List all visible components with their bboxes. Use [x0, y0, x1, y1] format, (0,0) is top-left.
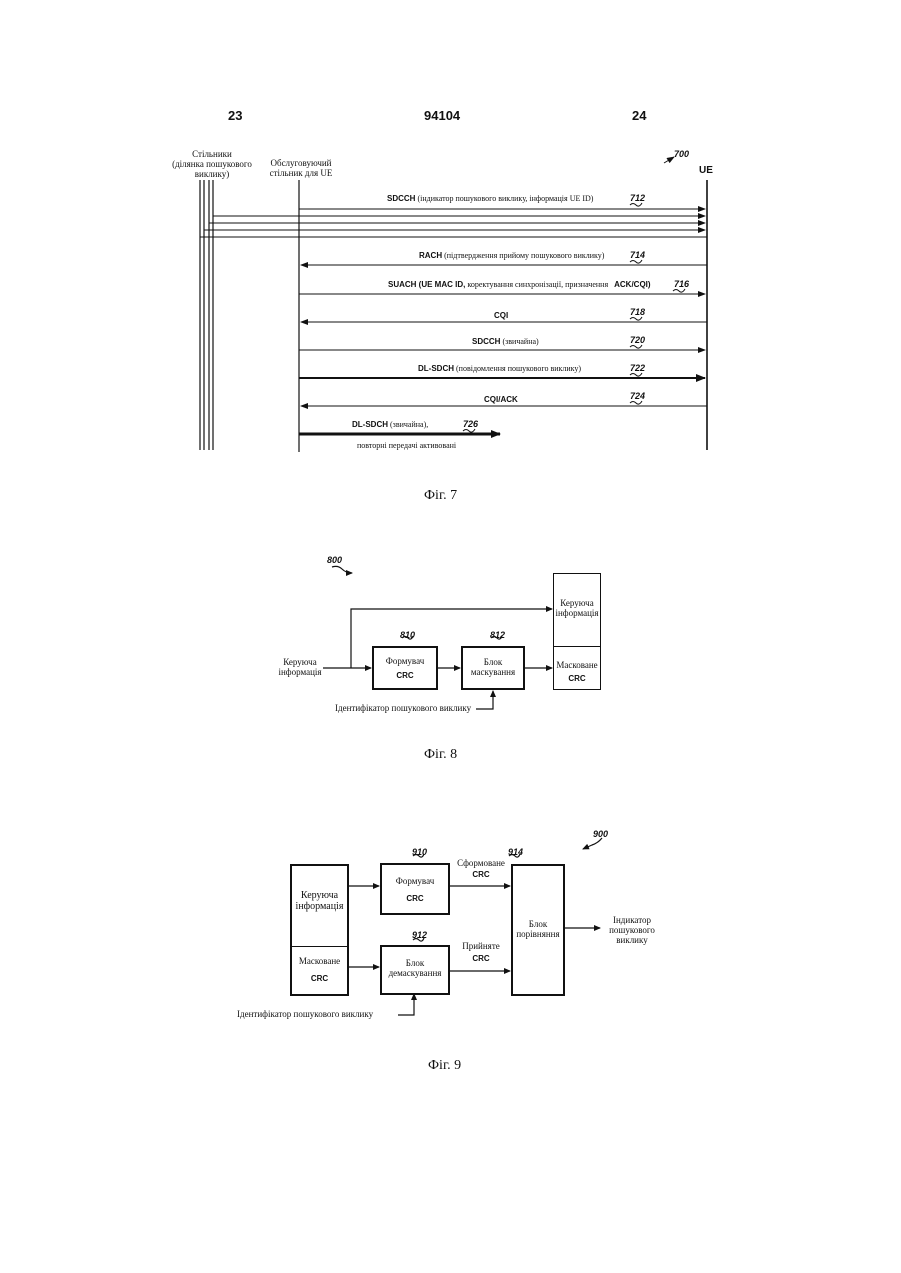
fig9-output-label: Індикатор пошукового виклику	[601, 915, 663, 945]
fig9-in-ctrl-l2: інформація	[292, 901, 347, 912]
fig9-page-id-label: Ідентифікатор пошукового виклику	[237, 1009, 373, 1019]
fig9-ref: 900	[593, 829, 608, 839]
fig9-input-block: Керуюча інформація Масковане CRC	[290, 864, 349, 996]
fig9-demask-ref: 912	[412, 930, 427, 940]
fig9-demasking-block: Блок демаскування	[380, 945, 450, 995]
fig9-received-l1: Прийняте	[452, 941, 510, 951]
fig9-crc-gen-ref: 910	[412, 847, 427, 857]
fig9-received-l2: CRC	[452, 954, 510, 964]
fig9-in-masked-l1: Масковане	[292, 956, 347, 966]
fig9-compare-ref: 914	[508, 847, 523, 857]
fig9-out-l3: виклику	[601, 935, 663, 945]
fig9-crc-gen-l2: CRC	[382, 894, 448, 904]
fig9-comparison-block: Блок порівняння	[511, 864, 565, 996]
fig9-in-ctrl-l1: Керуюча	[292, 890, 347, 901]
fig9-caption: Фіг. 9	[428, 1058, 461, 1074]
fig9-out-l2: пошукового	[601, 925, 663, 935]
fig9-demask-l2: демаскування	[382, 968, 448, 978]
fig9-compare-l1: Блок	[513, 919, 563, 929]
fig9-out-l1: Індикатор	[601, 915, 663, 925]
fig9-compare-l2: порівняння	[513, 929, 563, 939]
fig9-demask-l1: Блок	[382, 958, 448, 968]
fig9-input-divider	[292, 946, 347, 947]
fig9-formed-crc-label: Сформоване CRC	[452, 858, 510, 880]
fig9-in-masked-l2: CRC	[292, 974, 347, 984]
fig9-formed-l2: CRC	[452, 870, 510, 880]
fig9-crc-generator: Формувач CRC	[380, 863, 450, 915]
fig9-received-crc-label: Прийняте CRC	[452, 941, 510, 964]
fig9-formed-l1: Сформоване	[452, 858, 510, 868]
fig9-crc-gen-l1: Формувач	[382, 876, 448, 886]
